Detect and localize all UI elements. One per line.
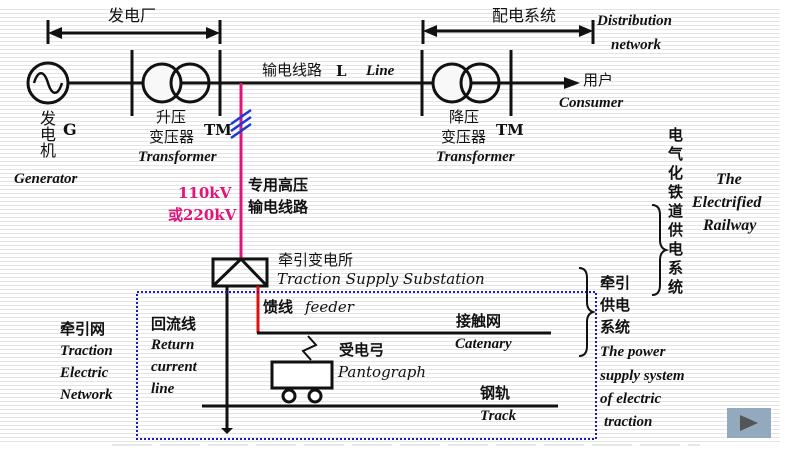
pantograph-symbol bbox=[301, 335, 318, 361]
next-slide-button[interactable] bbox=[727, 408, 771, 438]
distribution-system-label: 配电系统 bbox=[492, 6, 557, 25]
voltage-label-2: 或220kV bbox=[168, 206, 237, 224]
power-plant-span bbox=[46, 20, 222, 44]
step-up-label-1: 升压 bbox=[156, 108, 187, 126]
generator-symbol-label: G bbox=[63, 120, 77, 139]
electrified-railway-en-2: Electrified bbox=[692, 194, 762, 211]
striped-background bbox=[0, 6, 780, 442]
traction-power-en-1: The power bbox=[600, 344, 666, 360]
return-line-en-2: current bbox=[151, 359, 197, 375]
feeder-en-label: feeder bbox=[305, 298, 354, 316]
track-en-label: Track bbox=[480, 408, 517, 424]
pantograph-en-label: Pantograph bbox=[338, 363, 427, 381]
distribution-span bbox=[421, 20, 595, 44]
distribution-network-en-1: Distribution bbox=[597, 13, 673, 29]
traction-substation-en-label: Traction Supply Substation bbox=[277, 270, 485, 288]
traction-power-label-3: 系统 bbox=[600, 318, 631, 336]
catenary-label: 接触网 bbox=[456, 312, 502, 330]
catenary-en-label: Catenary bbox=[455, 336, 512, 352]
tm-label-step-up: TM bbox=[204, 121, 232, 139]
dedicated-line-label-1: 专用高压 bbox=[248, 176, 309, 194]
traction-power-en-3: of electric bbox=[600, 391, 662, 407]
electrified-railway-label: 电气化铁道供电系统 bbox=[666, 127, 684, 298]
traction-power-label-1: 牵引 bbox=[600, 274, 631, 292]
electrified-railway-en-3: Railway bbox=[703, 217, 757, 234]
traction-power-en-4: traction bbox=[604, 414, 653, 430]
train-car-symbol bbox=[270, 360, 334, 404]
step-down-label-1: 降压 bbox=[449, 108, 480, 126]
return-line bbox=[221, 286, 233, 434]
substation-symbol bbox=[211, 257, 269, 288]
return-line-en-1: Return bbox=[151, 337, 195, 353]
feeder-label: 馈线 bbox=[263, 298, 294, 316]
power-plant-label: 发电厂 bbox=[108, 6, 157, 25]
traction-power-label-2: 供电 bbox=[600, 296, 631, 314]
line-symbol: L bbox=[336, 62, 347, 80]
traction-network-en-3: Network bbox=[60, 387, 113, 403]
consumer-en-label: Consumer bbox=[559, 95, 624, 111]
step-down-en-label: Transformer bbox=[436, 149, 515, 165]
dedicated-line-label-2: 输电线路 bbox=[248, 198, 309, 216]
step-up-label-2: 变压器 bbox=[149, 128, 195, 146]
electrified-railway-brace bbox=[651, 204, 670, 296]
traction-power-brace bbox=[578, 267, 597, 357]
generator-label: 发电机 bbox=[37, 110, 56, 158]
traction-power-en-2: supply system bbox=[600, 368, 685, 384]
traction-substation-label: 牵引变电所 bbox=[278, 251, 354, 269]
voltage-label-1: 110kV bbox=[178, 184, 232, 202]
return-line-en-3: line bbox=[151, 381, 175, 397]
traction-network-label: 牵引网 bbox=[60, 320, 106, 338]
generator-en-label: Generator bbox=[14, 171, 78, 187]
tm-mark bbox=[230, 108, 252, 140]
distribution-network-en-2: network bbox=[611, 37, 662, 53]
step-down-label-2: 变压器 bbox=[441, 128, 487, 146]
traction-network-en-2: Electric bbox=[60, 365, 109, 381]
pantograph-label: 受电弓 bbox=[339, 341, 385, 359]
step-up-en-label: Transformer bbox=[138, 149, 217, 165]
step-down-transformer-symbol bbox=[420, 50, 513, 116]
track-label: 钢轨 bbox=[480, 384, 511, 402]
generator-symbol bbox=[26, 61, 70, 105]
tm-label-step-down: TM bbox=[496, 121, 524, 139]
traction-network-boundary bbox=[136, 291, 597, 440]
consumer-arrow bbox=[564, 77, 580, 89]
electrified-railway-en-1: The bbox=[716, 171, 742, 188]
play-triangle-icon bbox=[740, 415, 758, 431]
consumer-label: 用户 bbox=[583, 71, 614, 89]
transmission-line-label: 输电线路 bbox=[262, 61, 323, 79]
return-line-label: 回流线 bbox=[151, 315, 197, 333]
step-up-transformer-symbol bbox=[130, 50, 222, 116]
line-en-label: Line bbox=[366, 63, 395, 79]
traction-network-en-1: Traction bbox=[60, 343, 113, 359]
